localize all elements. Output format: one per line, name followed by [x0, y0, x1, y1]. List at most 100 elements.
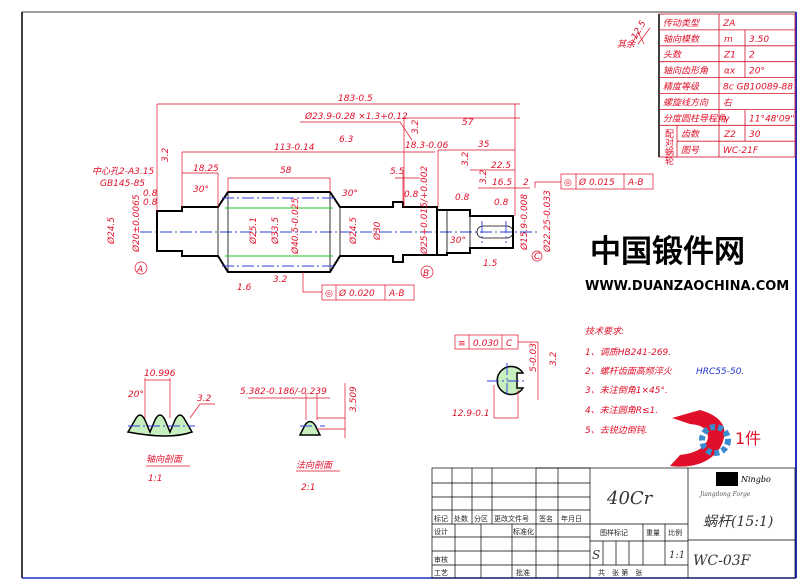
tb-header: 签名 — [539, 514, 553, 523]
tolerance-symbol: ◎ — [325, 289, 333, 299]
tech-req-item: 2、螺杆齿面高频淬火 — [585, 366, 673, 377]
dim-18-25: 18.25 — [193, 164, 219, 174]
param-value: WC-21F — [723, 146, 759, 156]
dim-12-9: 12.9-0.1 — [452, 409, 490, 419]
dim-tooth-angle: 20° — [128, 390, 144, 400]
tolerance-datum: C — [506, 339, 513, 349]
tb-approve: 批准 — [516, 568, 530, 577]
dim-keyway-depth: 5-0.03 — [529, 343, 539, 372]
dim-dia-25-1: Ø25.1 — [248, 217, 259, 245]
dim-113: 113-0.14 — [274, 143, 315, 153]
param-label: 头数 — [663, 50, 682, 61]
axial-section-label: 轴向剖面 — [146, 454, 184, 465]
datum-c: C — [534, 252, 541, 262]
roughness-6-3: 6.3 — [339, 135, 354, 145]
dim-angle-30-b: 30° — [450, 236, 466, 246]
param-label: 螺旋线方向 — [663, 97, 709, 108]
param-value: 20° — [749, 67, 765, 77]
keyway-slot — [476, 225, 514, 239]
dim-16-5: 16.5 — [492, 178, 512, 188]
datum-a: A — [136, 265, 143, 275]
logo-ningbo: Ningbo — [740, 475, 771, 484]
axial-section-scale: 1:1 — [148, 474, 162, 484]
roughness-note-value: 12.5 — [630, 19, 649, 42]
param-value: 右 — [723, 97, 733, 108]
logo-d-icon — [670, 410, 725, 467]
roughness-note-label: 其余 — [617, 39, 636, 50]
tb-standard: 标准化 — [513, 527, 534, 536]
general-roughness-note: 其余 12.5 — [617, 19, 651, 50]
dim-thread-spec: Ø23.9-0.28 ×1.3+0.12 — [304, 111, 408, 122]
tb-drawing-number: WC-03F — [693, 553, 752, 569]
dim-1-5: 1.5 — [483, 259, 498, 269]
tb-design: 设计 — [434, 527, 448, 536]
datum-b: B — [423, 269, 429, 279]
dim-18-3: 18.3-0.06 — [405, 141, 449, 151]
tolerance-frame-runout-1: ◎ Ø 0.020 A-B — [302, 272, 415, 301]
param-symbol: m — [724, 35, 733, 45]
shaft-outline — [156, 191, 514, 273]
watermark-count: 1件 — [735, 429, 761, 448]
dim-22-5: 22.5 — [491, 161, 511, 171]
keyway-section: ≡ 0.030 C 12.9-0.1 5-0.03 3.2 — [452, 334, 559, 419]
nb-logo-icon — [716, 472, 738, 486]
tb-scale-label: 比例 — [668, 528, 682, 537]
dim-35: 35 — [478, 140, 490, 150]
center-hole-note: 中心孔2-A3.15 — [92, 166, 154, 177]
param-value: 30 — [749, 130, 761, 140]
axial-section: 10.996 20° 3.2 轴向剖面 1:1 — [126, 369, 215, 484]
param-label: 传动类型 — [663, 18, 700, 29]
param-value: 3.50 — [749, 35, 769, 45]
dim-57: 57 — [462, 118, 474, 128]
tb-scale: 1:1 — [669, 550, 685, 561]
tb-part-name: 蜗杆(15:1) — [703, 514, 773, 530]
roughness-1-6: 1.6 — [237, 283, 252, 293]
dim-2: 2 — [523, 178, 529, 188]
tb-sheets: 共 张 第 张 — [598, 568, 642, 577]
roughness-3-2-a: 3.2 — [411, 119, 421, 134]
tech-req-item: 1、调质HB241-269. — [585, 347, 671, 358]
tech-req-item: 5、去锐边倒钝. — [585, 425, 648, 436]
param-symbol: αx — [724, 67, 736, 77]
param-value: 2 — [749, 51, 755, 61]
tolerance-datum: A-B — [627, 178, 644, 188]
param-group-label: 配对蜗轮 — [663, 129, 674, 165]
roughness-0-8-c: 0.8 — [404, 190, 419, 200]
roughness-0-8-a: 0.8 — [143, 189, 158, 199]
tb-stage-label: 图样标记 — [600, 528, 628, 537]
dim-dia-40-5: Ø40.5-0.025 — [290, 198, 301, 255]
tech-req-hardness: HRC55-50. — [696, 367, 744, 377]
tolerance-frame-runout-2: ◎ Ø 0.015 A-B — [534, 173, 654, 190]
dim-dia-25: Ø25+0.015/+0.002 — [419, 166, 430, 255]
tb-process: 工艺 — [434, 569, 448, 577]
param-value: ZA — [722, 19, 735, 29]
dim-dia-24-5-mid: Ø24.5 — [348, 217, 359, 245]
param-label: 图号 — [681, 145, 700, 156]
dim-dia-33-5: Ø33.5 — [270, 217, 281, 245]
roughness-icon — [631, 27, 651, 45]
roughness-3-2-bottom: 3.2 — [273, 275, 288, 285]
roughness-3-2-c: 3.2 — [479, 169, 489, 184]
param-value: 8c GB10089-88 — [723, 83, 793, 93]
dim-angle-30-right: 30° — [342, 189, 358, 199]
roughness-3-2-b: 3.2 — [461, 151, 471, 166]
tolerance-value: Ø 0.020 — [338, 288, 375, 299]
normal-section-label: 法向剖面 — [296, 460, 334, 471]
logo-sub: Jiangdong Forge — [698, 491, 751, 498]
tolerance-symbol: ≡ — [458, 339, 466, 349]
param-symbol: γ — [724, 114, 730, 124]
param-label: 精度等级 — [663, 82, 700, 93]
roughness-0-8-b: 0.8 — [143, 198, 158, 208]
dim-dia-30: Ø30 — [372, 221, 383, 241]
param-label: 轴向齿形角 — [663, 66, 709, 77]
tb-weight-label: 重量 — [646, 529, 660, 537]
watermark: 1件 Ningbo Jiangdong Forge 中国锻件网 WWW.DUAN… — [585, 234, 789, 498]
param-label: 齿数 — [681, 129, 700, 140]
tb-check: 审核 — [434, 555, 448, 564]
tolerance-symbol: ◎ — [564, 178, 572, 188]
normal-section-scale: 2:1 — [301, 483, 315, 493]
watermark-url: WWW.DUANZAOCHINA.COM — [585, 279, 789, 294]
roughness-axial: 3.2 — [197, 394, 212, 404]
